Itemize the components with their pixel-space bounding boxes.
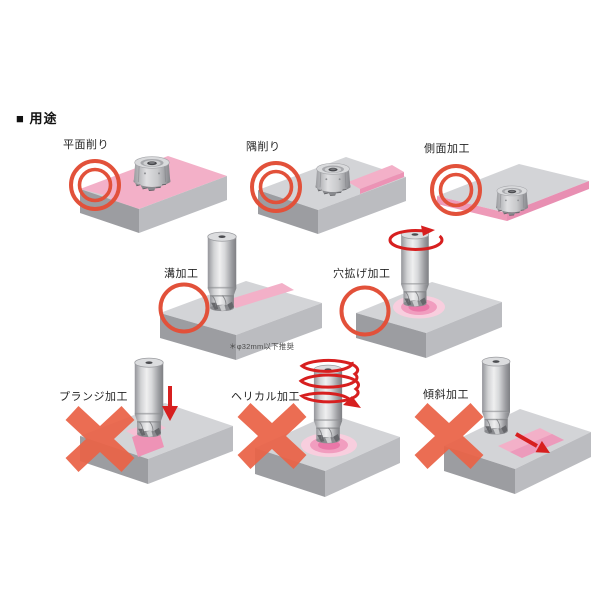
block-front-face bbox=[325, 437, 400, 497]
slot-milling-illustration bbox=[158, 231, 322, 360]
grade-circle-mark bbox=[158, 282, 210, 334]
block-front-face bbox=[515, 432, 591, 494]
grade-cross-mark bbox=[237, 403, 307, 469]
block-front-face bbox=[148, 426, 233, 484]
diameter-recommendation-note: ＊φ32mm以下推奨 bbox=[229, 342, 295, 351]
block-front-face bbox=[236, 303, 322, 360]
label-shoulder-milling: 隅削り bbox=[246, 141, 281, 153]
hole-enlarging-illustration bbox=[339, 225, 502, 358]
side-milling-illustration bbox=[430, 164, 589, 221]
face-milling-illustration bbox=[69, 156, 227, 233]
label-side-milling: 側面加工 bbox=[424, 143, 470, 155]
end-mill-cutter bbox=[400, 229, 430, 308]
section-title: 用途 bbox=[29, 111, 58, 126]
grade-double-circle-mark bbox=[69, 159, 121, 211]
section-bullet-icon: ■ bbox=[16, 111, 25, 126]
block-left-face bbox=[356, 313, 426, 358]
grade-double-circle-mark bbox=[430, 164, 482, 216]
machined-step-surface bbox=[348, 165, 404, 189]
section-header: ■ 用途 bbox=[16, 108, 58, 127]
plunge-milling-illustration bbox=[65, 357, 233, 484]
helical-milling-illustration bbox=[237, 358, 400, 497]
ramp-feed-arrow bbox=[515, 432, 550, 453]
shoulder-milling-illustration bbox=[250, 157, 406, 234]
label-hole-enlarging: 穴拡げ加工 bbox=[333, 268, 391, 280]
grade-circle-mark bbox=[339, 285, 391, 337]
label-ramp-milling: 傾斜加工 bbox=[423, 389, 469, 401]
block-front-face bbox=[139, 176, 227, 233]
machined-slot-surface bbox=[224, 283, 294, 308]
label-helical-milling: ヘリカル加工 bbox=[231, 391, 300, 403]
block-top-face bbox=[160, 281, 322, 335]
workpiece-block bbox=[160, 281, 322, 360]
block-front-face bbox=[318, 177, 406, 234]
block-left-face bbox=[160, 313, 236, 360]
helix-arrow bbox=[298, 358, 361, 408]
label-slot-milling: 溝加工 bbox=[164, 268, 199, 280]
grade-double-circle-mark bbox=[250, 161, 302, 213]
machined-step-wall bbox=[360, 172, 404, 194]
end-mill-cutter bbox=[134, 357, 164, 438]
rotation-arrow bbox=[388, 225, 444, 251]
plunge-feed-arrow bbox=[162, 386, 178, 421]
end-mill-cutter bbox=[207, 231, 237, 312]
grade-cross-mark bbox=[65, 406, 135, 472]
block-front-face bbox=[426, 302, 502, 358]
label-face-milling: 平面削り bbox=[63, 139, 109, 151]
end-mill-cutter bbox=[481, 356, 511, 435]
label-plunge-milling: プランジ加工 bbox=[59, 391, 128, 403]
ramp-milling-illustration bbox=[414, 356, 591, 494]
grade-cross-mark bbox=[414, 403, 484, 469]
machined-side-face-right bbox=[507, 181, 589, 221]
block-left-face bbox=[255, 448, 325, 497]
